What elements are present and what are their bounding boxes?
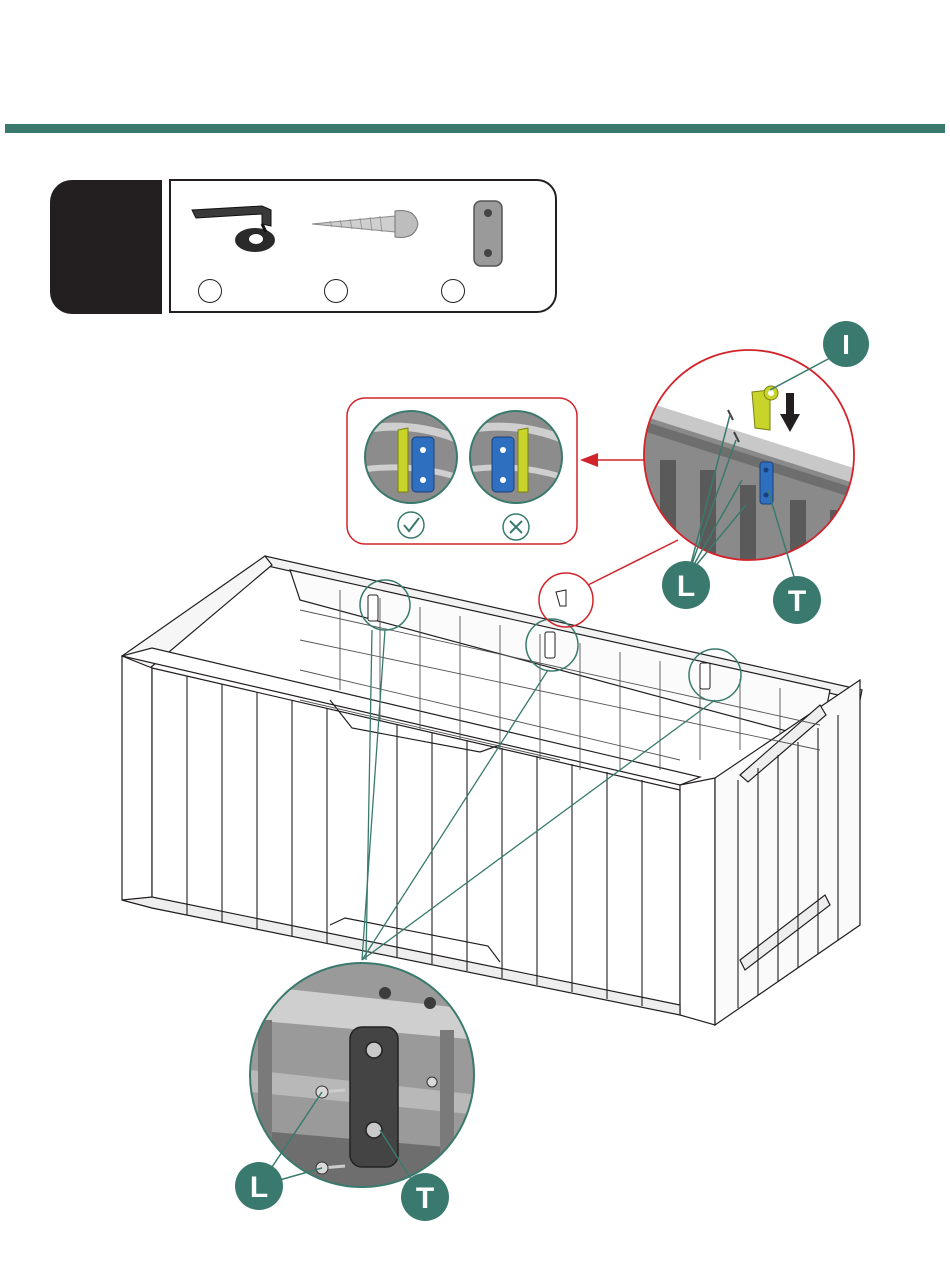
svg-text:L: L [250, 1171, 268, 1204]
planter-box [122, 556, 862, 1025]
callout-badge-l-top: L [662, 561, 710, 609]
svg-text:T: T [788, 585, 806, 618]
bottom-detail-view [250, 960, 480, 1190]
svg-text:L: L [677, 570, 695, 603]
callout-badge-t-bottom: T [401, 1173, 449, 1221]
callout-badge-l-bottom: L [235, 1162, 283, 1210]
svg-text:I: I [842, 329, 850, 360]
l-bracket-icon [192, 206, 275, 252]
arrow-to-check [580, 453, 645, 467]
cross-circle-icon [503, 514, 529, 540]
check-circle-icon [398, 512, 424, 538]
screw-icon [312, 211, 418, 238]
svg-text:T: T [416, 1182, 434, 1215]
callout-badge-t-top: T [773, 576, 821, 624]
callout-badge-i: I [823, 321, 869, 367]
top-detail-view [640, 350, 860, 570]
orientation-check-box [347, 398, 577, 544]
plate-icon [474, 201, 502, 266]
